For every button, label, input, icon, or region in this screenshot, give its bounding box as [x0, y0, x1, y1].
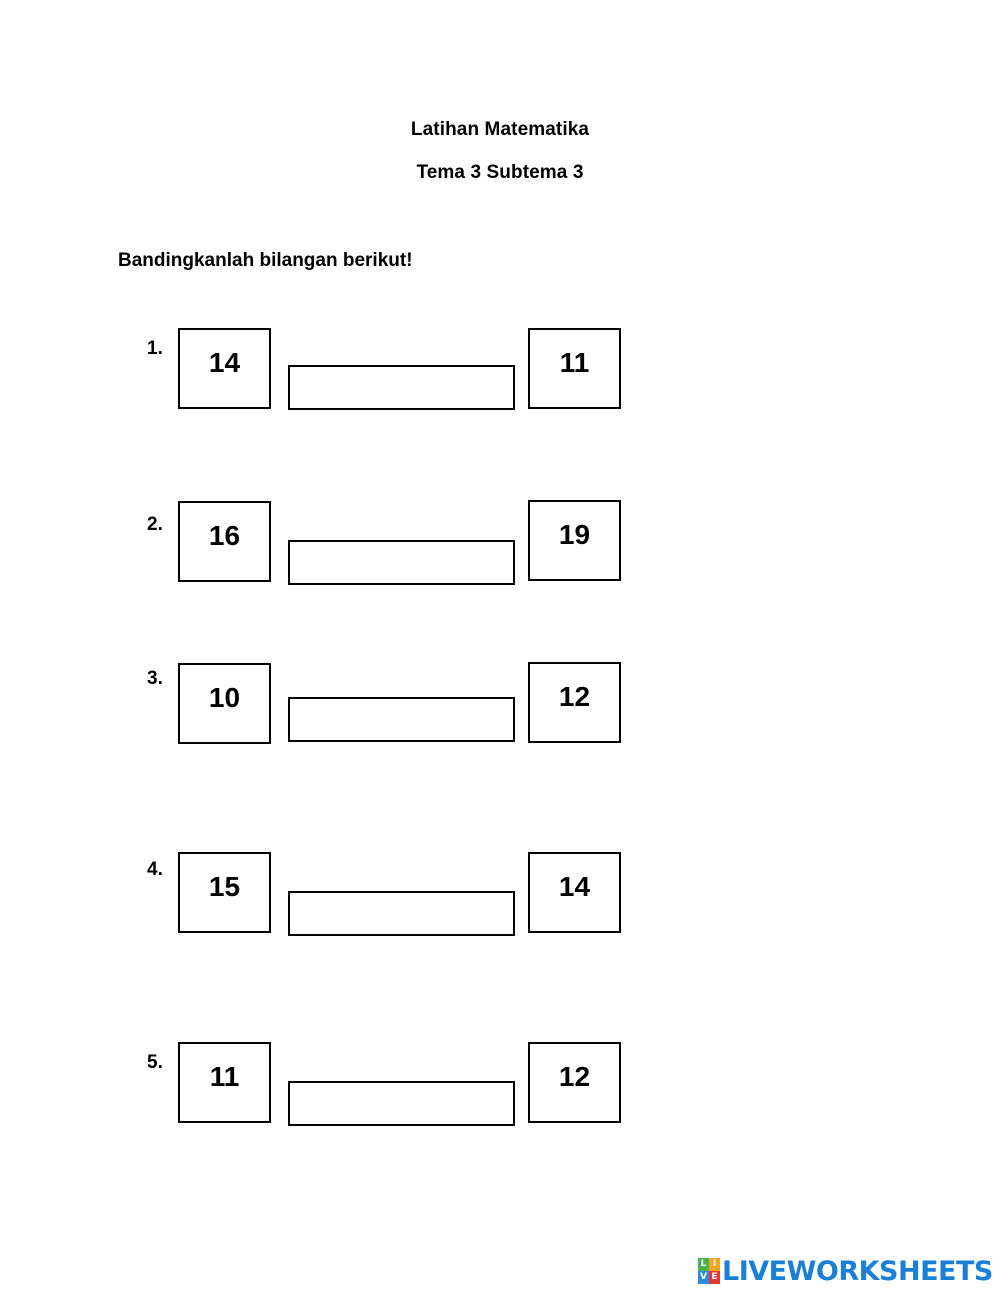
liveworksheets-logo[interactable]: L I V E LIVEWORKSHEETS	[698, 1254, 993, 1288]
left-number-box: 14	[178, 328, 271, 409]
question-number: 2.	[147, 514, 163, 535]
instruction-text: Bandingkanlah bilangan berikut!	[118, 250, 413, 271]
page-subtitle: Tema 3 Subtema 3	[416, 162, 584, 183]
right-number-box: 12	[528, 1042, 621, 1123]
left-number-box: 10	[178, 663, 271, 744]
question-number: 1.	[147, 338, 163, 359]
left-number-box: 16	[178, 501, 271, 582]
right-number-box: 19	[528, 500, 621, 581]
logo-text: LIVEWORKSHEETS	[722, 1255, 993, 1287]
answer-input[interactable]	[288, 1081, 515, 1126]
question-number: 5.	[147, 1052, 163, 1073]
question-number: 3.	[147, 668, 163, 689]
page-title: Latihan Matematika	[410, 119, 590, 140]
answer-input[interactable]	[288, 365, 515, 410]
liveworksheets-logo-icon: L I V E	[698, 1258, 720, 1284]
answer-input[interactable]	[288, 697, 515, 742]
answer-input[interactable]	[288, 540, 515, 585]
right-number-box: 12	[528, 662, 621, 743]
right-number-box: 11	[528, 328, 621, 409]
left-number-box: 11	[178, 1042, 271, 1123]
right-number-box: 14	[528, 852, 621, 933]
answer-input[interactable]	[288, 891, 515, 936]
left-number-box: 15	[178, 852, 271, 933]
question-number: 4.	[147, 859, 163, 880]
